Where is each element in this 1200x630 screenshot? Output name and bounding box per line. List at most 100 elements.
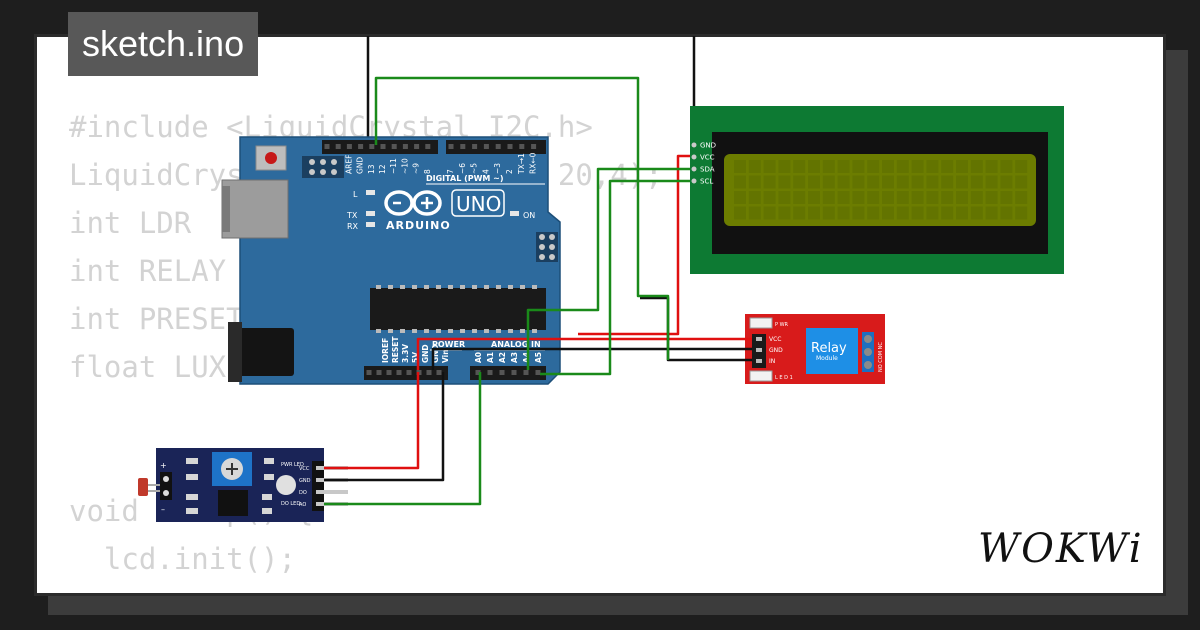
lcd-char-cell: [911, 160, 924, 173]
lcd-char-cell: [1000, 175, 1013, 189]
lcd-pin[interactable]: [691, 166, 697, 172]
dc-power-jack: [228, 328, 294, 376]
ldr-pin-label: VCC: [299, 466, 310, 472]
chip-leg: [436, 285, 441, 289]
chip-leg: [400, 329, 405, 333]
header-pin-hole[interactable]: [414, 144, 420, 149]
relay-pin[interactable]: [756, 359, 762, 363]
header-pin-hole[interactable]: [483, 144, 489, 149]
chip-leg: [496, 285, 501, 289]
arduino-model: UNO: [456, 192, 501, 216]
top-pin-label: AREF: [344, 155, 353, 174]
header-pin-hole[interactable]: [448, 144, 454, 149]
lcd-char-cell: [896, 206, 909, 220]
chip-leg: [388, 329, 393, 333]
header-pin-hole[interactable]: [511, 370, 517, 375]
ldr-pin[interactable]: [316, 490, 348, 494]
power-pin-label: IOREF: [381, 338, 390, 363]
header-pin-hole[interactable]: [436, 370, 442, 375]
lcd-char-cell: [926, 160, 939, 173]
lcd-char-cell: [822, 175, 835, 189]
wire-red-relay-vcc: [416, 337, 752, 370]
header-pin-hole[interactable]: [487, 370, 493, 375]
lcd-char-cell: [926, 191, 939, 204]
header-pin-hole[interactable]: [531, 144, 537, 149]
header-pin-hole[interactable]: [507, 144, 513, 149]
header-pin-hole[interactable]: [402, 144, 408, 149]
chip-leg: [460, 285, 465, 289]
lcd-char-cell: [1015, 160, 1028, 173]
header-pin-hole[interactable]: [335, 144, 341, 149]
header-pin-hole[interactable]: [324, 144, 330, 149]
lcd-char-cell: [956, 175, 968, 189]
header-pin-hole[interactable]: [366, 370, 372, 375]
relay-pin[interactable]: [756, 337, 762, 341]
chip-leg: [412, 285, 417, 289]
header-pin-hole[interactable]: [396, 370, 402, 375]
lcd-char-cell: [941, 160, 954, 173]
lcd-pin[interactable]: [691, 178, 697, 184]
wire-green-lcd-sda: [526, 167, 690, 370]
header-pin-hole[interactable]: [495, 144, 501, 149]
lcd-char-cell: [970, 175, 983, 189]
lcd-char-cell: [911, 175, 924, 189]
lcd-char-cell: [896, 175, 909, 189]
header-pin-hole[interactable]: [380, 144, 386, 149]
top-pin-label: 12: [378, 164, 387, 174]
chip-leg: [376, 329, 381, 333]
lcd-char-cell: [822, 191, 835, 204]
code-line: lcd.init();: [69, 542, 296, 576]
header-pin-hole[interactable]: [426, 370, 432, 375]
lcd-pin[interactable]: [691, 142, 697, 148]
header-pin-hole[interactable]: [376, 370, 382, 375]
header-pin-hole[interactable]: [386, 370, 392, 375]
lcd-char-cell: [837, 160, 850, 173]
arduino-infinity-logo: [384, 190, 442, 216]
lcd-char-cell: [808, 191, 820, 204]
power-pin-label: RESET: [391, 336, 400, 363]
relay-led-1: [749, 370, 773, 382]
ldr-pwr-led: [276, 475, 296, 495]
lcd-char-cell: [734, 160, 746, 173]
lcd-char-cell: [941, 191, 954, 204]
lcd-char-cell: [748, 191, 761, 204]
top-pin-label: 2: [505, 169, 514, 174]
lcd-pin[interactable]: [691, 154, 697, 160]
header-pin-hole[interactable]: [523, 370, 529, 375]
header-pin-hole[interactable]: [535, 370, 541, 375]
lcd-char-cell: [808, 206, 820, 220]
analog-pin-label: A2: [498, 352, 507, 363]
header-pin-hole[interactable]: [346, 144, 352, 149]
header-pin-hole[interactable]: [519, 144, 525, 149]
relay-terminal-label: NO COM NC: [878, 342, 884, 372]
header-pin-hole[interactable]: [475, 370, 481, 375]
lcd-char-cell: [837, 191, 850, 204]
analog-label: ANALOG IN: [491, 340, 541, 349]
header-pin-hole[interactable]: [391, 144, 397, 149]
header-pin-hole[interactable]: [358, 144, 364, 149]
lcd-char-cell: [822, 206, 835, 220]
header-pin-hole[interactable]: [460, 144, 466, 149]
header-pin-hole[interactable]: [369, 144, 375, 149]
led-label-rx: RX: [347, 222, 359, 231]
header-pin-hole[interactable]: [472, 144, 478, 149]
relay-pin[interactable]: [756, 348, 762, 352]
lcd-char-cell: [1015, 175, 1028, 189]
ldr-pwr-led-label: PWR LED: [281, 462, 304, 468]
header-pin-hole[interactable]: [499, 370, 505, 375]
chip-leg: [508, 285, 513, 289]
svg-text:+: +: [160, 461, 167, 470]
lcd-char-cell: [1000, 206, 1013, 220]
lcd-char-cell: [882, 206, 894, 220]
header-pin-hole[interactable]: [425, 144, 431, 149]
lcd-char-cell: [793, 191, 806, 204]
lcd-char-cell: [778, 191, 791, 204]
analog-pin-label: A0: [474, 352, 483, 363]
chip-leg: [532, 329, 537, 333]
header-pin-hole[interactable]: [406, 370, 412, 375]
lcd-char-cell: [985, 175, 998, 189]
